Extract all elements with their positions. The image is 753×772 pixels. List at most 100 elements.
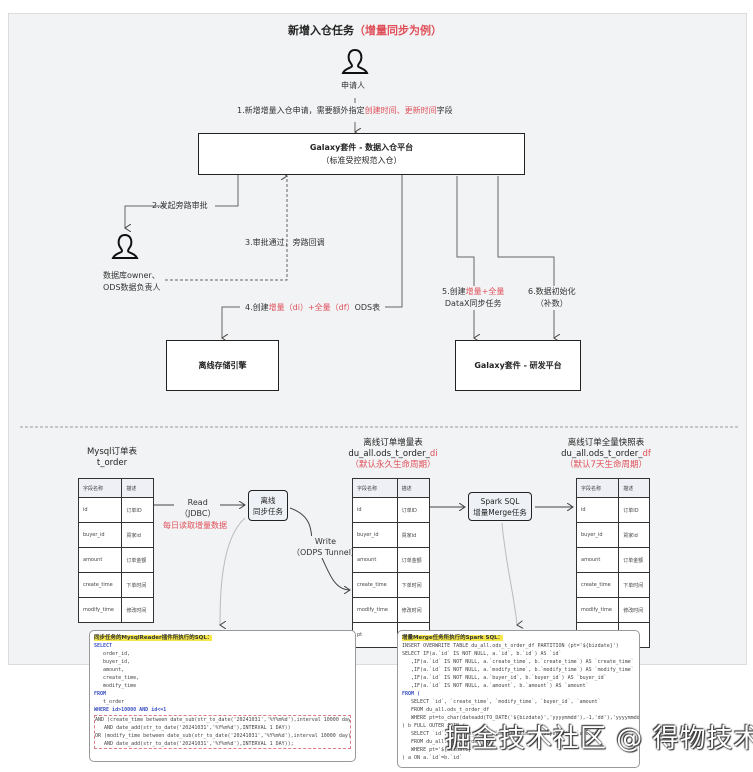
- step4-label: 4.创建增量（di）+全量（df）ODS表: [245, 302, 380, 313]
- read-line2: （JDBC）: [180, 509, 216, 518]
- arrow-init: [497, 176, 554, 338]
- cell: modify_time: [352, 597, 398, 623]
- sql-line: FROM: [94, 691, 107, 697]
- cell: 订单金额: [121, 547, 154, 573]
- arrow-datax: [456, 176, 474, 338]
- cell: 下单时间: [121, 572, 154, 598]
- applicant-label: 申请人: [341, 81, 365, 90]
- step4-plus: +: [307, 303, 315, 312]
- diagram-title: 新增入仓任务（增量同步为例）: [288, 22, 442, 38]
- mysql-table-title2: t_order: [96, 458, 128, 468]
- mysql-table-title: Mysql订单表 t_order: [82, 447, 142, 469]
- di-title2-prefix: du_all.ods_t_order_: [348, 449, 430, 459]
- owner-line2: ODS数据负责人: [103, 283, 161, 292]
- step5-line2: DataX同步任务: [444, 299, 502, 308]
- step4-di: 增量（di）: [268, 303, 308, 312]
- sql-line: WHERE pt='${bizdate}': [402, 747, 475, 753]
- sql-line: create_time,: [94, 675, 140, 681]
- sql-line: t_order: [94, 699, 125, 705]
- cell: buyer_id: [575, 522, 620, 548]
- cell: id: [77, 497, 123, 523]
- cell: id: [575, 497, 620, 523]
- cell: 修改时间: [396, 597, 431, 623]
- table-header-row: 字段名称描述: [352, 478, 431, 498]
- cell: amount: [77, 547, 123, 573]
- sql-line: amount,: [94, 667, 125, 673]
- storage-engine-label: 离线存储引擎: [198, 361, 247, 370]
- cell: 修改时间: [121, 597, 154, 623]
- header-field: 字段名称: [575, 478, 620, 498]
- user-icon: [341, 48, 369, 74]
- galaxy-ingest-subtitle: （标准受控规范入仓）: [321, 156, 402, 165]
- sync-task-line2: 同步任务: [253, 506, 283, 516]
- write-line2: （ODPS Tunnel）: [292, 548, 359, 557]
- galaxy-dev-platform-box[interactable]: Galaxy套件 - 研发平台: [455, 340, 581, 391]
- cell: 買家id: [618, 522, 650, 548]
- sql-line: OR (modify_time between date_sub(str_to_…: [95, 733, 350, 739]
- cell: 订单ID: [121, 497, 154, 523]
- df-title2-prefix: du_all.ods_t_order_: [561, 449, 643, 459]
- sql-line: modify_time: [94, 683, 137, 689]
- galaxy-ingest-platform-box[interactable]: Galaxy套件 - 数据入仓平台 （标准受控规范入仓）: [198, 133, 525, 175]
- step1-prefix: 1.新增增量入仓申请，需要额外指定: [237, 106, 365, 115]
- sql-line: ,IF(a.`id` IS NOT NULL, a.`modify_time`,…: [402, 667, 634, 673]
- sql-line: AND date_add(str_to_date('20241031','%Y%…: [95, 725, 291, 731]
- step1-label: 1.新增增量入仓申请，需要额外指定创建时间、更新时间字段: [237, 105, 453, 116]
- table-header-row: 字段名称 描述: [77, 478, 154, 498]
- step3-label: 3.审批通过，旁路回调: [245, 238, 325, 247]
- cell: 订单ID: [396, 497, 431, 523]
- header-desc: 描述: [121, 478, 154, 498]
- step1-suffix: 字段: [436, 106, 453, 115]
- merge-task-line2: 增量Merge任务: [473, 507, 527, 517]
- write-label: Write （ODPS Tunnel）: [292, 536, 359, 558]
- merge-task-line1: Spark SQL: [480, 496, 520, 506]
- cell: amount: [575, 547, 620, 573]
- read-line1: Read: [187, 498, 208, 507]
- df-table-title: 离线订单全量快照表 du_all.ods_t_order_df （默认7天生命周…: [556, 438, 656, 471]
- step6-label: 6.数据初始化 （补数）: [528, 286, 576, 310]
- mysql-sql-heading: 同步任务的MysqlReader插件所执行的SQL：: [94, 635, 213, 641]
- step2-label: 2.发起旁路审批: [152, 201, 208, 210]
- cell: 订单金额: [396, 547, 431, 573]
- step4-df: 全量（df）: [314, 303, 355, 312]
- cell: 修改时间: [618, 597, 650, 623]
- sql-line: buyer_id,: [94, 659, 131, 665]
- cell: 下单时间: [618, 572, 650, 598]
- cell: create_time: [352, 572, 398, 598]
- title-highlight: （增量同步为例）: [354, 24, 442, 37]
- sql-line: order_id,: [94, 651, 131, 657]
- table-header-row: 字段名称描述: [575, 478, 650, 498]
- df-title2-suffix: df: [642, 449, 651, 459]
- sql-line: FROM du_all.ods_t_order_df: [402, 707, 490, 713]
- offline-storage-engine-box[interactable]: 离线存储引擎: [166, 340, 279, 391]
- cell: 買家id: [121, 522, 154, 548]
- sql-line: SELECT `id`, `create_time`, `modify_time…: [402, 731, 601, 737]
- cell: pt: [352, 622, 398, 648]
- sql-line: WHERE id>10000 AND id<=1: [94, 707, 167, 713]
- cell: 订单金额: [618, 547, 650, 573]
- header-field: 字段名称: [352, 478, 398, 498]
- cell: id: [352, 497, 398, 523]
- header-field: 字段名称: [77, 478, 123, 498]
- sql-line: SELECT IF(a.`id` IS NOT NULL, a.`id`, b.…: [402, 651, 562, 657]
- df-title3: （默认7天生命周期）: [565, 460, 647, 470]
- owner-user-icon: [111, 233, 139, 259]
- offline-sync-task-node[interactable]: 离线 同步任务: [248, 490, 288, 521]
- cell: modify_time: [575, 597, 620, 623]
- sql-line: WHERE pt=to_char(dateadd(TO_DATE('${bizd…: [402, 715, 640, 721]
- spark-merge-task-node[interactable]: Spark SQL 增量Merge任务: [468, 492, 532, 521]
- sql-line: SELECT `id`, `create_time`, `modify_time…: [402, 699, 601, 705]
